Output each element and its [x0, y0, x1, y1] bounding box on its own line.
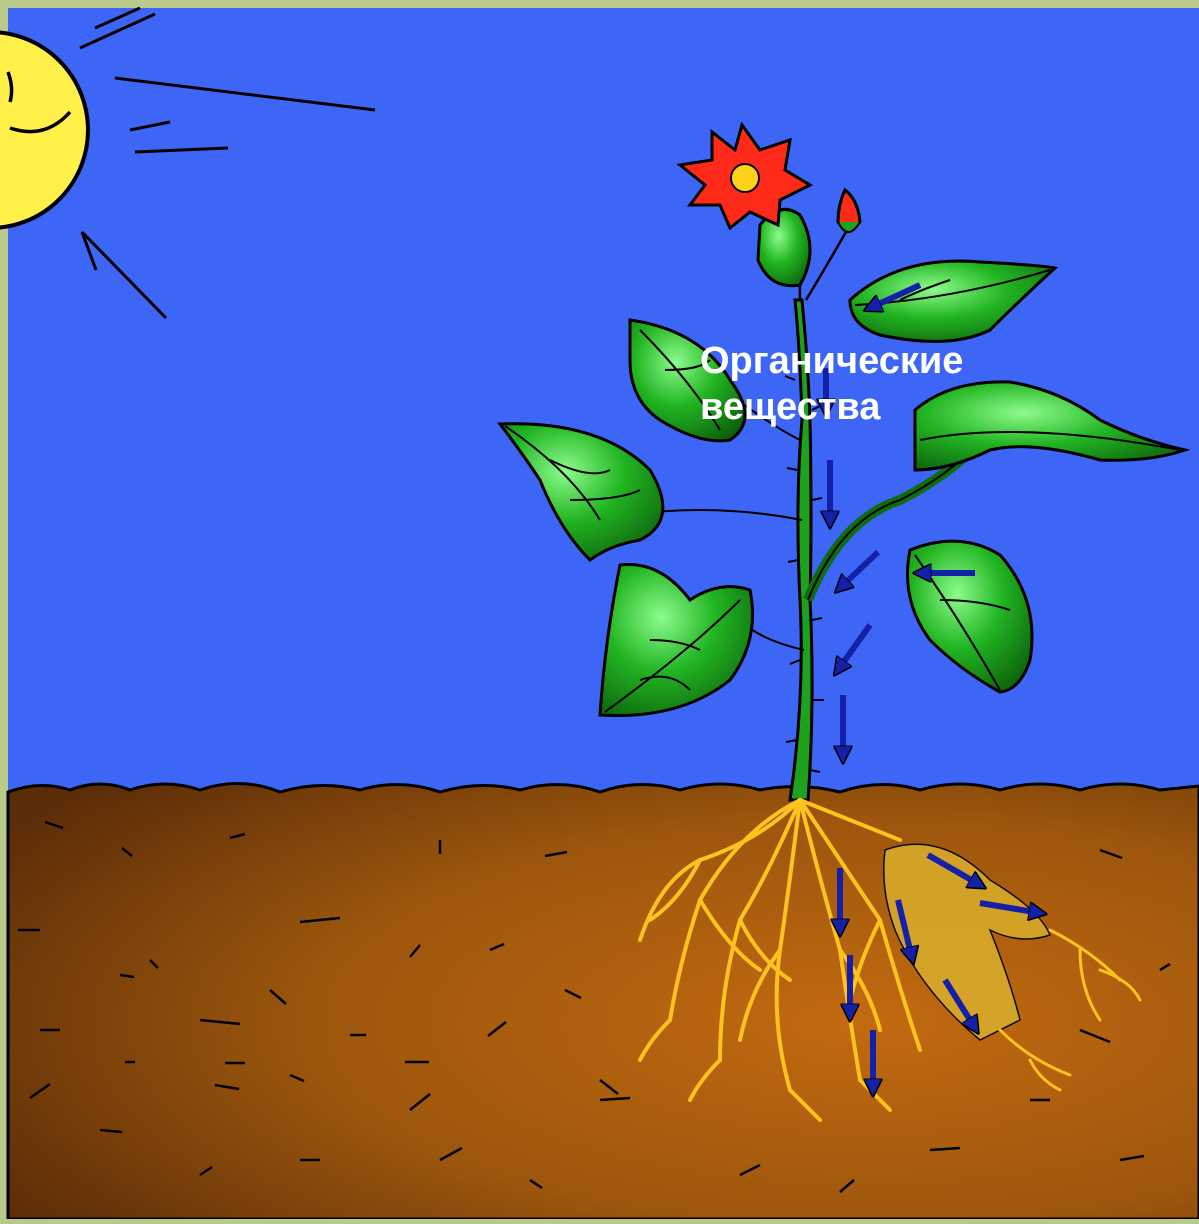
label-line-2: вещества — [700, 384, 963, 430]
label-line-1: Органические — [700, 338, 963, 384]
organic-matter-label: Органические вещества — [700, 338, 963, 430]
soil — [8, 783, 1199, 1219]
